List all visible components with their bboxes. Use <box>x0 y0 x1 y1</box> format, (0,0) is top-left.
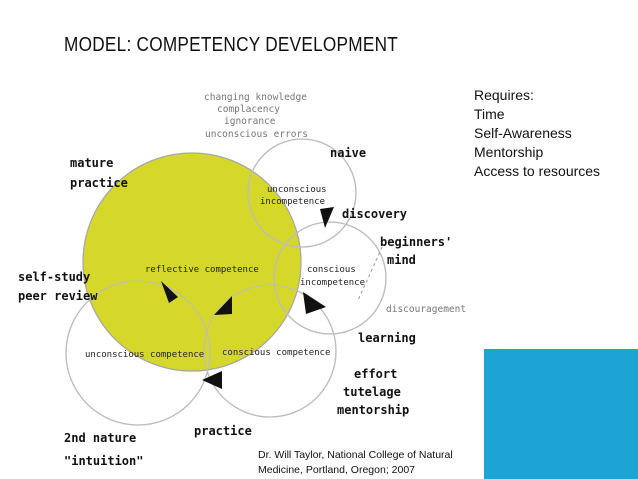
label-practice-top: practice <box>70 176 128 190</box>
credit-line-2: Medicine, Portland, Oregon; 2007 <box>258 464 416 476</box>
page-title: MODEL: COMPETENCY DEVELOPMENT <box>64 34 399 56</box>
label-reflective-competence: reflective competence <box>145 265 259 275</box>
requirement-item: Access to resources <box>474 163 601 179</box>
note-unconscious-errors: unconscious errors <box>205 129 308 140</box>
reflective-competence-circle <box>82 152 302 372</box>
label-unconscious-competence: unconscious competence <box>85 350 204 360</box>
credit-line-1: Dr. Will Taylor, National College of Nat… <box>258 449 453 461</box>
requirement-item: Self-Awareness <box>474 125 572 141</box>
label-discouragement: discouragement <box>386 304 466 315</box>
label-peer-review: peer review <box>18 289 98 303</box>
label-2nd-nature: 2nd nature <box>64 431 136 445</box>
note-changing-knowledge: changing knowledge <box>204 92 307 103</box>
credit-note: Dr. Will Taylor, National College of Nat… <box>258 448 468 478</box>
requirements-heading: Requires: <box>474 87 534 103</box>
teal-accent-block <box>484 349 638 479</box>
label-unconscious: unconscious <box>267 185 327 195</box>
label-practice: practice <box>194 424 252 438</box>
note-complacency: complacency <box>217 104 280 115</box>
label-naive: naive <box>330 146 366 160</box>
label-discovery: discovery <box>342 207 407 221</box>
label-incompetence: incompetence <box>260 197 325 207</box>
arrow-icon <box>320 207 334 228</box>
arrow-icon <box>303 292 326 314</box>
label-self-study: self-study <box>18 270 90 284</box>
label-intuition: "intuition" <box>64 454 143 468</box>
label-beginners: beginners' <box>380 235 452 249</box>
arrow-icon <box>214 296 232 315</box>
label-learning: learning <box>358 331 416 345</box>
label-mind: mind <box>387 253 416 267</box>
arrow-icon <box>202 371 222 389</box>
discouragement-line <box>357 246 383 301</box>
label-conscious: conscious <box>307 265 356 275</box>
label-mature: mature <box>70 156 113 170</box>
requirement-item: Time <box>474 106 505 122</box>
label-tutelage: tutelage <box>343 385 401 399</box>
label-effort: effort <box>354 367 397 381</box>
requirements-list: Requires: Time Self-Awareness Mentorship… <box>474 86 600 181</box>
label-conscious-competence: conscious competence <box>222 348 330 358</box>
note-ignorance: ignorance <box>224 116 276 127</box>
arrow-icon <box>161 281 178 303</box>
label-mentorship: mentorship <box>337 403 409 417</box>
requirement-item: Mentorship <box>474 144 544 160</box>
label-incompetence-2: incompetence <box>300 278 365 288</box>
